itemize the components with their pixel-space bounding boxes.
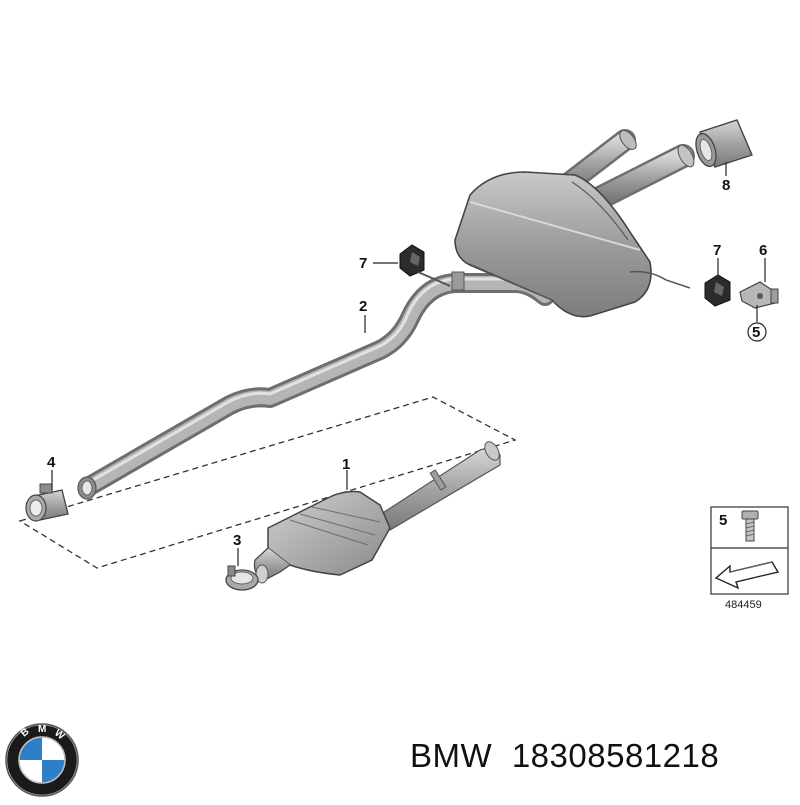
clamp-large (25, 483, 69, 522)
callout-7-right: 7 (713, 242, 721, 259)
legend-box: 5 (710, 506, 789, 595)
brand-name: BMW (410, 737, 493, 774)
clamp-small (225, 565, 259, 591)
callout-2: 2 (359, 298, 367, 315)
front-silencer (253, 441, 501, 584)
callout-3: 3 (233, 532, 241, 549)
rubber-mount-right (704, 274, 731, 307)
part-number: 18308581218 (511, 737, 720, 774)
callout-1: 1 (342, 456, 350, 473)
callout-4: 4 (47, 454, 56, 471)
callout-8: 8 (722, 177, 730, 194)
logo-letter-m: M (38, 724, 46, 735)
leader-lines (51, 162, 766, 566)
bmw-logo: B M W (4, 722, 80, 798)
callout-6: 6 (759, 242, 767, 259)
bolt-icon (741, 510, 759, 542)
bracket (739, 281, 779, 309)
callout-7-left: 7 (359, 255, 367, 272)
dashed-group-outline (18, 396, 517, 569)
tailpipe-trim (695, 119, 753, 168)
reference-number: 484459 (725, 599, 762, 611)
callout-5-circle (747, 322, 767, 342)
callout-5: 5 (752, 324, 760, 341)
part-caption: BMW 18308581218 (410, 737, 795, 787)
legend-item-number: 5 (719, 512, 727, 529)
rear-silencer (454, 171, 691, 318)
rubber-mount-left (399, 244, 451, 287)
arrow-icon (714, 561, 780, 590)
